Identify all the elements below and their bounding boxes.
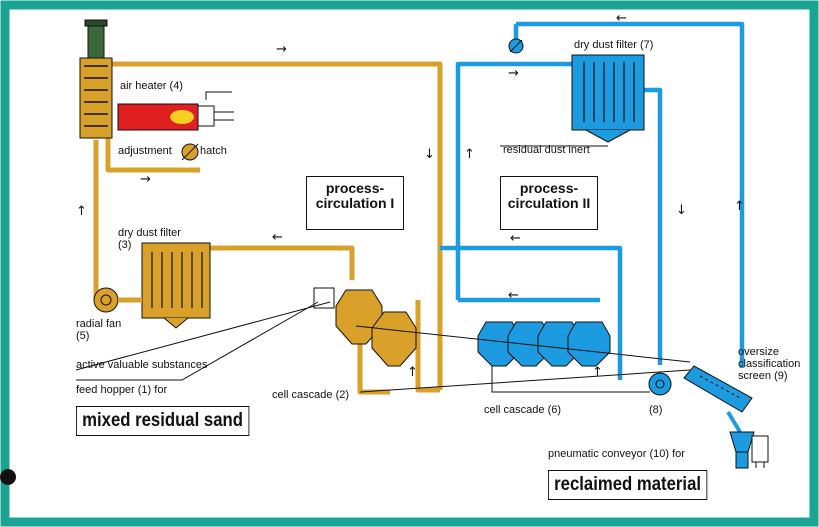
screen-drum	[683, 365, 753, 413]
oversize-bin	[751, 435, 769, 463]
screen-outlet	[726, 410, 742, 434]
mixed-residual-sand-box: mixed residual sand	[76, 406, 250, 436]
filter-3-bags	[151, 252, 203, 308]
fan-8-hub	[655, 379, 665, 389]
arrow-up-icon: ↑	[592, 365, 603, 380]
filter-3-hopper	[163, 317, 189, 329]
burner-flame	[170, 110, 194, 124]
classification-screen	[683, 365, 753, 413]
duct-top-loop	[516, 21, 745, 368]
cell-cascade-2-label: cell cascade (2)	[272, 389, 350, 401]
residual-dust-label: residual dust inert	[503, 144, 590, 156]
arrow-right-icon: →	[508, 66, 519, 81]
filter-7-hopper	[585, 129, 631, 143]
arrow-right-icon: →	[276, 42, 287, 57]
dry-dust-filter-7	[571, 54, 645, 131]
arrow-left-icon: ←	[510, 231, 521, 246]
air-heater-label: air heater (4)	[120, 80, 183, 92]
duct-cascade-riser	[415, 300, 440, 393]
bin-legs	[755, 462, 765, 468]
process-circulation-2-line1: process-	[519, 180, 579, 196]
dry-dust-filter-7-label: dry dust filter (7)	[574, 39, 654, 51]
feed-hopper-label: feed hopper (1) for	[76, 384, 168, 396]
arrow-up-icon: ↑	[407, 365, 418, 380]
circuit-2-valve-stem	[509, 39, 523, 53]
reclaimed-material-box: reclaimed material	[548, 470, 708, 500]
air-heater-body	[117, 103, 199, 131]
cascade-2-cell-1	[335, 289, 383, 345]
filter-7-bags	[583, 62, 635, 122]
classification-label: classification	[738, 358, 801, 370]
conveyor-belt-upper	[355, 325, 691, 363]
pneumatic-conveyor-label: pneumatic conveyor (10) for	[548, 448, 685, 460]
chimney-cap	[84, 19, 108, 27]
circuit-2-ducts	[440, 21, 745, 380]
screen-label: screen (9)	[738, 370, 788, 382]
cell-cascade-2	[335, 289, 417, 367]
process-circulation-2-box: process- circulation II	[500, 176, 598, 230]
process-circulation-2-line2: circulation II	[507, 195, 591, 212]
cascade-6-collector	[491, 366, 650, 393]
hatch-label: hatch	[200, 145, 227, 157]
process-circulation-1-box: process- circulation I	[306, 176, 404, 230]
arrow-down-icon: ↓	[676, 203, 687, 218]
dry-dust-filter-3	[141, 242, 211, 319]
adjustment-label: adjustment	[118, 145, 172, 157]
chimney	[87, 21, 105, 61]
process-circulation-1-line2: circulation I	[315, 195, 395, 212]
pneumatic-conveyor-pipe	[735, 451, 749, 469]
cell-cascade-6-label: cell cascade (6)	[484, 404, 562, 416]
fan-8	[648, 372, 672, 396]
conveyor-belt	[359, 369, 691, 393]
burner-unit	[197, 105, 215, 127]
arrow-up-icon: ↑	[76, 204, 87, 219]
radial-fan-label: radial fan	[76, 318, 122, 330]
radial-fan-5-hub	[100, 294, 112, 306]
duct-filter-down	[644, 87, 663, 365]
pneumatic-conveyor-cyclone	[729, 431, 755, 453]
arrow-up-icon: ↑	[734, 199, 745, 214]
cascade-6-cell-4	[567, 321, 611, 367]
arrow-left-icon: ←	[272, 230, 283, 245]
duct-top-return	[112, 61, 443, 390]
heat-exchanger	[79, 57, 113, 139]
oversize-label: oversize	[738, 346, 779, 358]
fan-8-label: (8)	[649, 404, 663, 416]
arrow-down-icon: ↓	[424, 147, 435, 162]
arrow-right-icon: →	[140, 172, 151, 187]
process-circulation-1-line1: process-	[325, 180, 385, 196]
hatch-valve-stem	[181, 143, 199, 161]
duct-heater-bypass	[105, 134, 200, 173]
dry-dust-filter-3-number: (3)	[118, 239, 132, 251]
arrow-left-icon: ←	[508, 288, 519, 303]
burner-lines	[205, 91, 234, 121]
duct-filter-cascade	[210, 245, 355, 280]
leader-feed-hopper	[76, 301, 319, 381]
radial-fan-number: (5)	[76, 330, 90, 342]
cascade-2-cell-2	[371, 311, 417, 367]
radial-fan-5	[93, 287, 119, 313]
arrow-left-icon: ←	[616, 11, 627, 26]
cell-cascade-6	[477, 321, 611, 367]
duct-up-left	[455, 61, 572, 300]
heat-exchanger-coils	[84, 65, 108, 127]
active-substances-label: active valuable substances	[76, 359, 208, 371]
screen-mesh	[699, 375, 741, 399]
binding-dot	[0, 469, 16, 485]
duct-crossover	[440, 245, 623, 380]
arrow-up-icon: ↑	[464, 147, 475, 162]
dry-dust-filter-3-label: dry dust filter	[118, 227, 181, 239]
feed-hopper	[313, 287, 335, 309]
leader-active-substances	[75, 301, 331, 371]
